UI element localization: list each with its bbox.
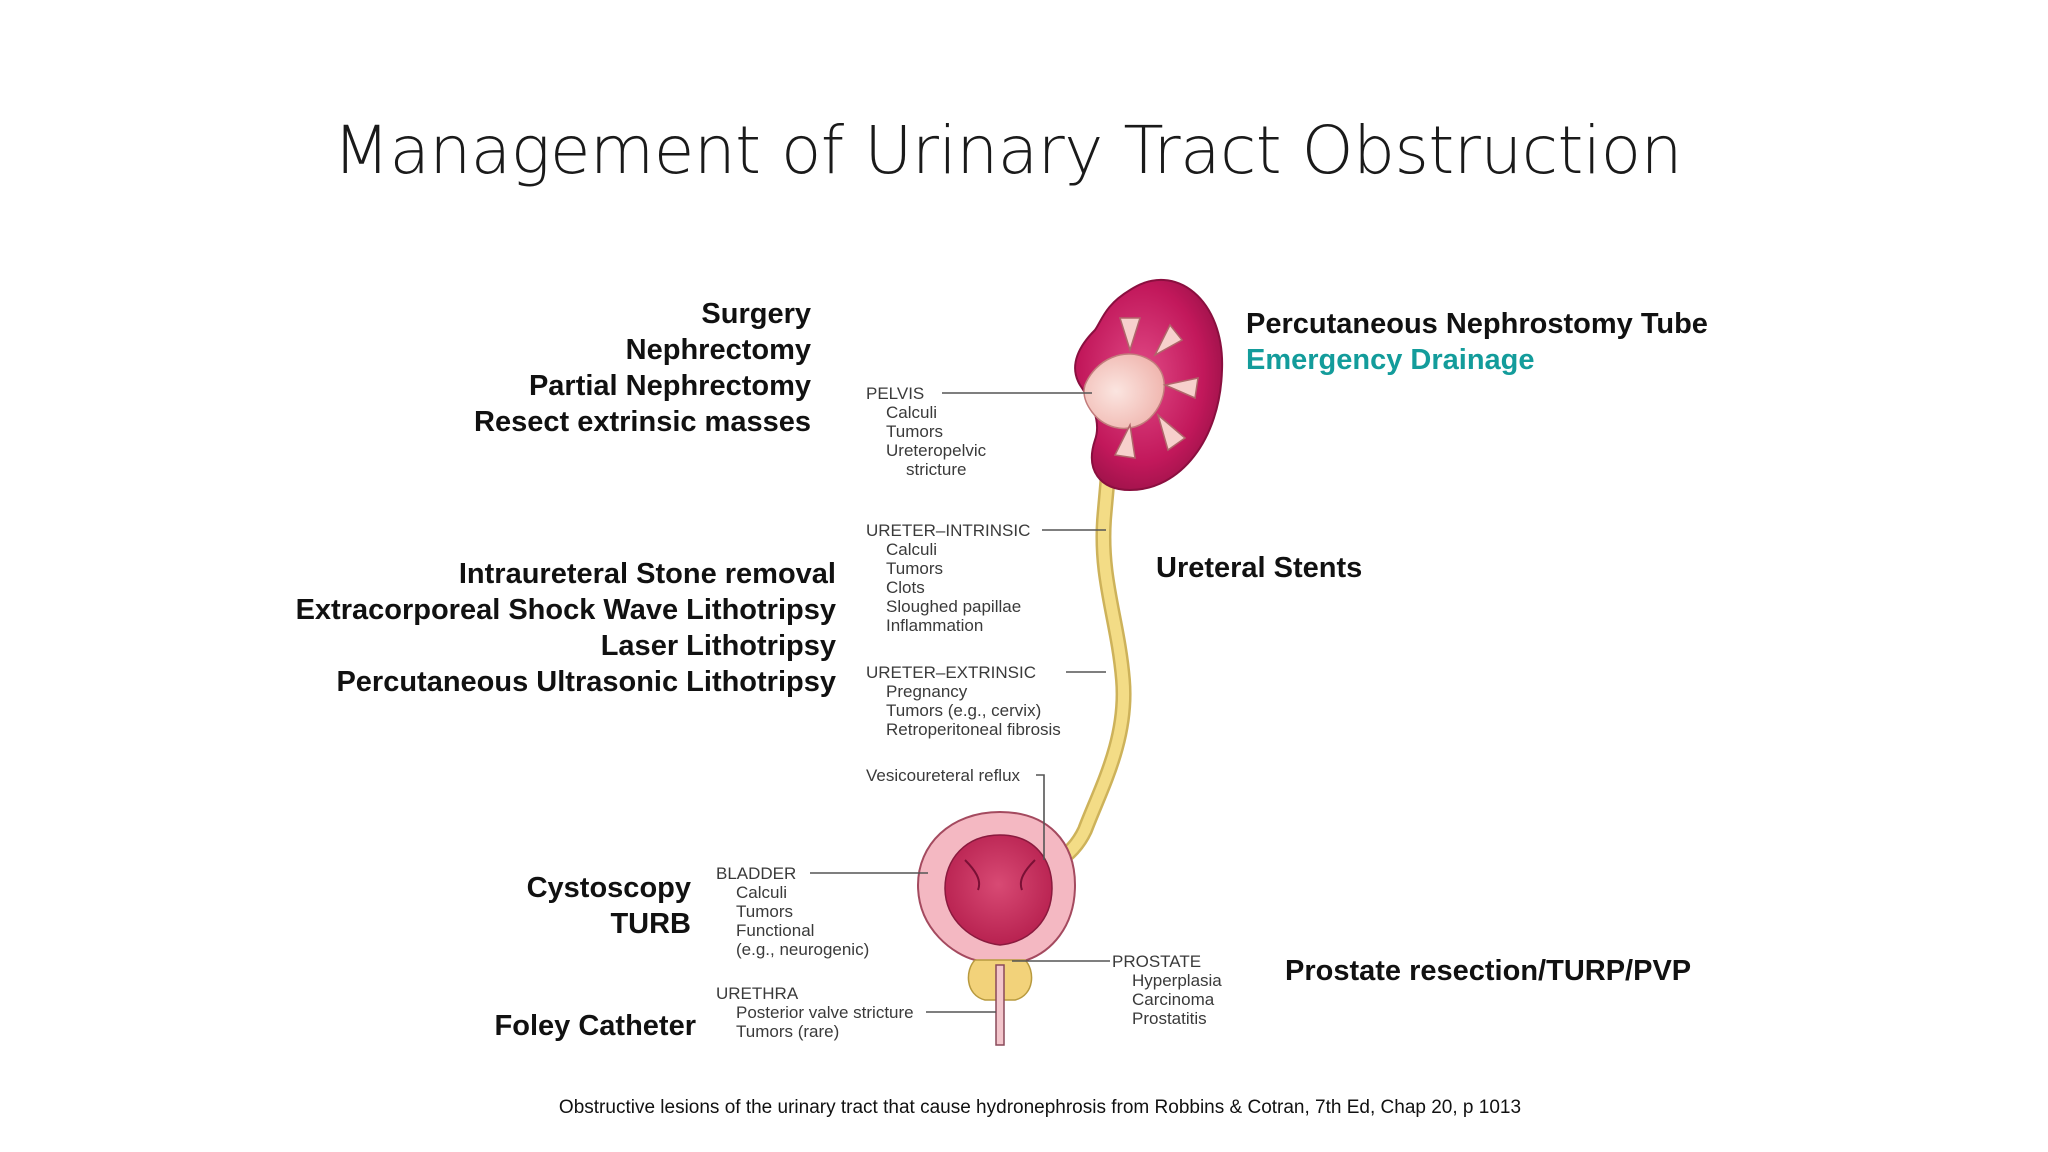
label-urethra-item: Tumors (rare) [736,1022,839,1041]
label-urethra-heading: URETHRA [716,984,799,1003]
label-urethra: URETHRA Posterior valve stricture Tumors… [716,984,914,1041]
treatment-turb: TURB [610,908,691,940]
label-urethra-item: Posterior valve stricture [736,1003,914,1022]
emergency-drainage-note: Emergency Drainage [1246,344,1535,376]
treatment-laser-lithotripsy: Laser Lithotripsy [600,630,836,662]
treatment-cystoscopy: Cystoscopy [526,872,691,904]
label-ureter-intrinsic-item: Tumors [886,559,943,578]
label-pelvis-heading: PELVIS [866,384,924,403]
treatment-nephrectomy: Nephrectomy [625,334,811,366]
label-prostate: PROSTATE Hyperplasia Carcinoma Prostatit… [1112,952,1222,1028]
stent-treatments: Ureteral Stents [1156,550,1362,586]
urethra-treatments: Foley Catheter [495,1008,696,1044]
label-pelvis-item: Tumors [886,422,943,441]
label-bladder: BLADDER Calculi Tumors Functional (e.g.,… [716,864,869,959]
label-ureter-extrinsic-item: Retroperitoneal fibrosis [886,720,1061,739]
label-pelvis-item: Ureteropelvic [886,441,987,460]
label-bladder-item: Functional [736,921,814,940]
slide-title: Management of Urinary Tract Obstruction [333,112,1682,189]
label-reflux-heading: Vesicoureteral reflux [866,766,1021,785]
treatment-prostate-resection: Prostate resection/TURP/PVP [1285,955,1692,987]
label-prostate-item: Carcinoma [1132,990,1215,1009]
bladder-lumen [944,834,1053,946]
prostate-treatments: Prostate resection/TURP/PVP [1285,953,1691,989]
label-bladder-item: (e.g., neurogenic) [736,940,869,959]
label-ureter-intrinsic-heading: URETER–INTRINSIC [866,521,1030,540]
treatment-partial-nephrectomy: Partial Nephrectomy [528,370,811,402]
label-ureter-extrinsic-item: Pregnancy [886,682,968,701]
label-pelvis-item: stricture [906,460,966,479]
treatment-surgery: Surgery [701,298,811,330]
treatment-ureteral-stents: Ureteral Stents [1156,552,1363,584]
source-caption: Obstructive lesions of the urinary tract… [558,1097,1522,1118]
nephrostomy-treatments: Percutaneous Nephrostomy Tube Emergency … [1246,306,1708,378]
leader-lines [810,392,1110,1013]
label-bladder-heading: BLADDER [716,864,796,883]
label-ureter-intrinsic-item: Inflammation [886,616,983,635]
label-ureter-intrinsic-item: Clots [886,578,925,597]
label-ureter-extrinsic-heading: URETER–EXTRINSIC [866,663,1036,682]
label-bladder-item: Tumors [736,902,793,921]
label-prostate-item: Hyperplasia [1132,971,1222,990]
treatment-foley-catheter: Foley Catheter [494,1010,696,1042]
label-pelvis-item: Calculi [886,403,937,422]
treatment-intraureteral-stone-removal: Intraureteral Stone removal [458,558,836,590]
treatment-nephrostomy-tube: Percutaneous Nephrostomy Tube [1246,308,1708,340]
label-ureter-intrinsic-item: Calculi [886,540,937,559]
renal-pelvis [1083,353,1165,430]
renal-calyces [1113,317,1199,459]
treatment-eswl: Extracorporeal Shock Wave Lithotripsy [295,594,836,626]
label-prostate-item: Prostatitis [1132,1009,1207,1028]
urethra [995,964,1005,1046]
lithotripsy-treatments: Intraureteral Stone removal Extracorpore… [296,556,836,700]
label-bladder-item: Calculi [736,883,787,902]
label-reflux: Vesicoureteral reflux [866,766,1021,785]
treatment-ultrasonic-lithotripsy: Percutaneous Ultrasonic Lithotripsy [336,666,836,698]
label-ureter-extrinsic-item: Tumors (e.g., cervix) [886,701,1041,720]
label-prostate-heading: PROSTATE [1112,952,1201,971]
label-ureter-intrinsic: URETER–INTRINSIC Calculi Tumors Clots Sl… [866,521,1030,635]
bladder-treatments: Cystoscopy TURB [527,870,691,942]
treatment-resect-masses: Resect extrinsic masses [474,406,811,438]
label-pelvis: PELVIS Calculi Tumors Ureteropelvic stri… [866,384,987,479]
surgery-treatments: Surgery Nephrectomy Partial Nephrectomy … [474,296,811,440]
label-ureter-extrinsic: URETER–EXTRINSIC Pregnancy Tumors (e.g.,… [866,663,1061,739]
label-ureter-intrinsic-item: Sloughed papillae [886,597,1021,616]
